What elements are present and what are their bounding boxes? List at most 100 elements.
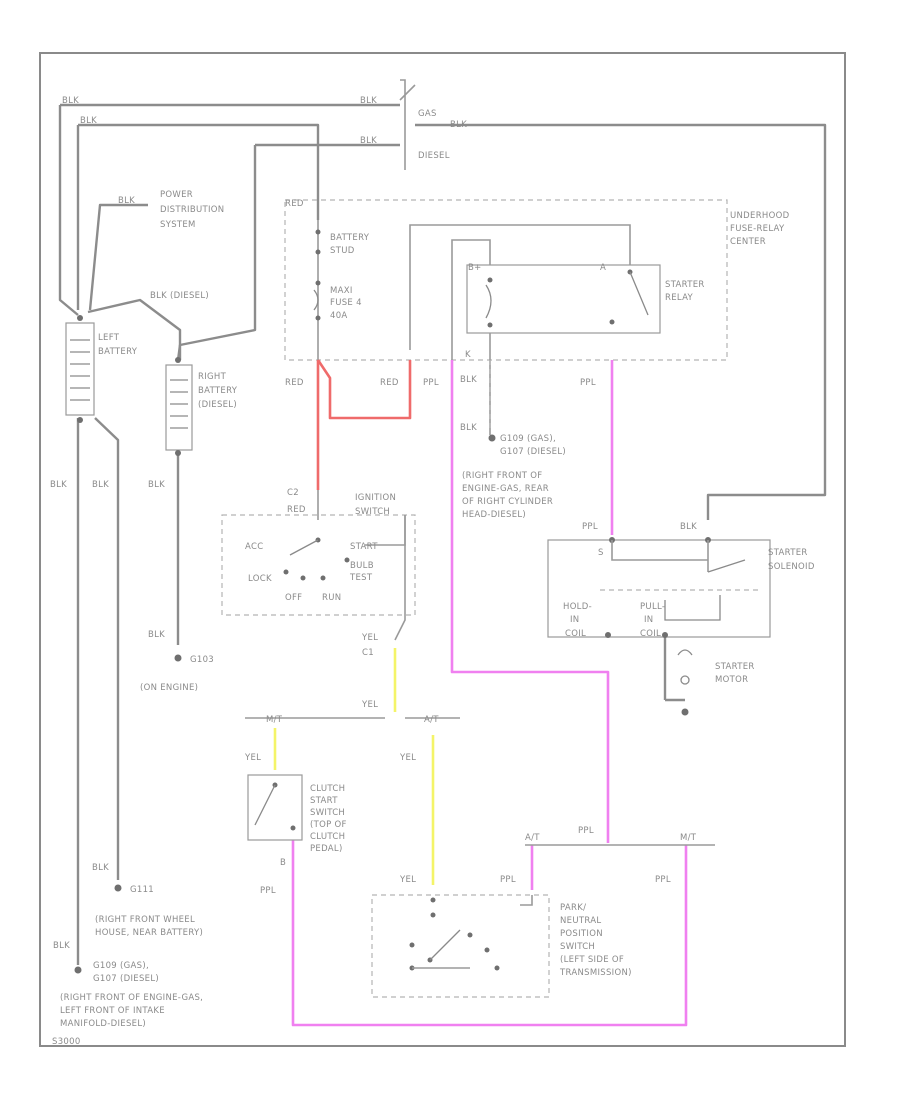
- label-g109-1: G109 (GAS),: [93, 961, 149, 971]
- label-motor-1: STARTER: [715, 662, 755, 672]
- label-g109-2: G107 (DIESEL): [93, 974, 159, 984]
- left-battery: [65, 315, 95, 423]
- label-start: START: [350, 542, 378, 552]
- label-pn-3: POSITION: [560, 929, 603, 939]
- label-g111: G111: [130, 885, 154, 895]
- label-off: OFF: [285, 593, 302, 603]
- label-c2: C2: [287, 488, 299, 498]
- diagram-labels: BLK BLK BLK BLK GAS BLK DIESEL BLK POWER…: [50, 96, 815, 1047]
- label-pull-1: PULL-: [640, 602, 665, 612]
- label-solenoid-2: SOLENOID: [768, 562, 815, 572]
- diagram-frame: [39, 52, 846, 1047]
- label-ufrc-red: RED: [285, 199, 304, 209]
- label-s-term: S: [598, 548, 604, 558]
- label-battery-stud-2: STUD: [330, 246, 355, 256]
- label-clutch-4: (TOP OF: [310, 820, 347, 830]
- label-run: RUN: [322, 593, 341, 603]
- label-g-relay-2: G107 (DIESEL): [500, 447, 566, 457]
- battery-stud-and-maxi-fuse: [313, 220, 321, 360]
- label-clutch-3: SWITCH: [310, 808, 345, 818]
- label-right-battery-3: (DIESEL): [198, 400, 237, 410]
- label-blk-1: BLK: [62, 96, 79, 106]
- label-blk-g109: BLK: [53, 941, 70, 951]
- label-ufrc-3: CENTER: [730, 237, 766, 247]
- starter-solenoid: [547, 539, 771, 638]
- label-bulb-1: BULB: [350, 561, 374, 571]
- label-c1: C1: [362, 648, 374, 658]
- label-power-1: POWER: [160, 190, 193, 200]
- underhood-fuse-relay-center: [284, 199, 728, 361]
- label-ppl-pn: PPL: [500, 875, 516, 885]
- label-bulb-2: TEST: [349, 573, 373, 583]
- label-g111-2: HOUSE, NEAR BATTERY): [95, 928, 203, 938]
- label-ppl-clutch: PPL: [260, 886, 276, 896]
- ground-points: [74, 434, 689, 974]
- label-blk-g111: BLK: [92, 863, 109, 873]
- label-ufrc-2: FUSE-RELAY: [730, 224, 785, 234]
- label-g-relay-6: HEAD-DIESEL): [462, 510, 526, 520]
- label-ppl-r: PPL: [578, 826, 594, 836]
- ppl-wires: [291, 360, 688, 1027]
- label-yel-mid: YEL: [361, 700, 378, 710]
- label-pn-4: SWITCH: [560, 942, 595, 952]
- ignition-switch: [221, 514, 416, 616]
- label-g111-1: (RIGHT FRONT WHEEL: [95, 915, 195, 925]
- label-left-battery-2: BATTERY: [98, 347, 138, 357]
- label-solenoid-1: STARTER: [768, 548, 808, 558]
- label-b-clutch: B: [280, 858, 286, 868]
- label-blk-2: BLK: [80, 116, 97, 126]
- label-acc: ACC: [245, 542, 263, 552]
- label-blk-relay: BLK: [460, 375, 477, 385]
- label-g109-4: LEFT FRONT OF INTAKE: [60, 1006, 165, 1016]
- label-g-relay-1: G109 (GAS),: [500, 434, 556, 444]
- label-maxi-1: MAXI: [330, 286, 353, 296]
- label-motor-2: MOTOR: [715, 675, 748, 685]
- label-hold-2: IN: [570, 615, 579, 625]
- label-mt-left: M/T: [266, 715, 283, 725]
- label-on-engine: (ON ENGINE): [140, 683, 198, 693]
- starter-motor: [677, 649, 693, 685]
- label-blk-gas: BLK: [450, 120, 467, 130]
- label-at-r: A/T: [525, 833, 540, 843]
- label-power-2: DISTRIBUTION: [160, 205, 224, 215]
- label-ufrc-1: UNDERHOOD: [730, 211, 790, 221]
- label-ignition-2: SWITCH: [355, 507, 390, 517]
- park-neutral-position-switch: [371, 894, 550, 998]
- label-footer: S3000: [52, 1037, 81, 1047]
- label-pn-6: TRANSMISSION): [559, 968, 632, 978]
- label-pn-2: NEUTRAL: [560, 916, 601, 926]
- label-clutch-1: CLUTCH: [310, 784, 345, 794]
- label-right-battery-1: RIGHT: [198, 372, 227, 382]
- label-g-relay-3: (RIGHT FRONT OF: [462, 471, 542, 481]
- label-pn-5: (LEFT SIDE OF: [560, 955, 624, 965]
- label-blk-4: BLK: [360, 136, 377, 146]
- label-blk-3: BLK: [360, 96, 377, 106]
- label-blk-solenoid: BLK: [680, 522, 697, 532]
- label-ignition-1: IGNITION: [355, 493, 396, 503]
- label-mt-r: M/T: [680, 833, 697, 843]
- label-power-3: SYSTEM: [160, 220, 196, 230]
- label-yel-pn: YEL: [399, 875, 416, 885]
- label-starter-relay-1: STARTER: [665, 280, 705, 290]
- label-battery-stud-1: BATTERY: [330, 233, 370, 243]
- label-g103: G103: [190, 655, 214, 665]
- label-relay-b: B+: [468, 263, 482, 273]
- label-blk-relay-wire: BLK: [460, 423, 477, 433]
- label-left-battery-1: LEFT: [98, 333, 120, 343]
- label-maxi-3: 40A: [330, 311, 348, 321]
- label-blk-diesel: BLK (DIESEL): [150, 291, 209, 301]
- label-maxi-2: FUSE 4: [330, 298, 362, 308]
- label-relay-k: K: [465, 350, 471, 360]
- yel-wires: [273, 648, 435, 885]
- label-pn-1: PARK/: [560, 903, 586, 913]
- label-g-relay-5: OF RIGHT CYLINDER: [462, 497, 553, 507]
- label-starter-relay-2: RELAY: [665, 293, 694, 303]
- label-hold-1: HOLD-: [563, 602, 592, 612]
- label-yel-r: YEL: [399, 753, 416, 763]
- starter-solenoid-internals: [600, 537, 760, 638]
- label-blk-rb2: BLK: [148, 630, 165, 640]
- label-pull-2: IN: [644, 615, 653, 625]
- label-g-relay-4: ENGINE-GAS, REAR: [462, 484, 549, 494]
- label-clutch-6: PEDAL): [310, 844, 343, 854]
